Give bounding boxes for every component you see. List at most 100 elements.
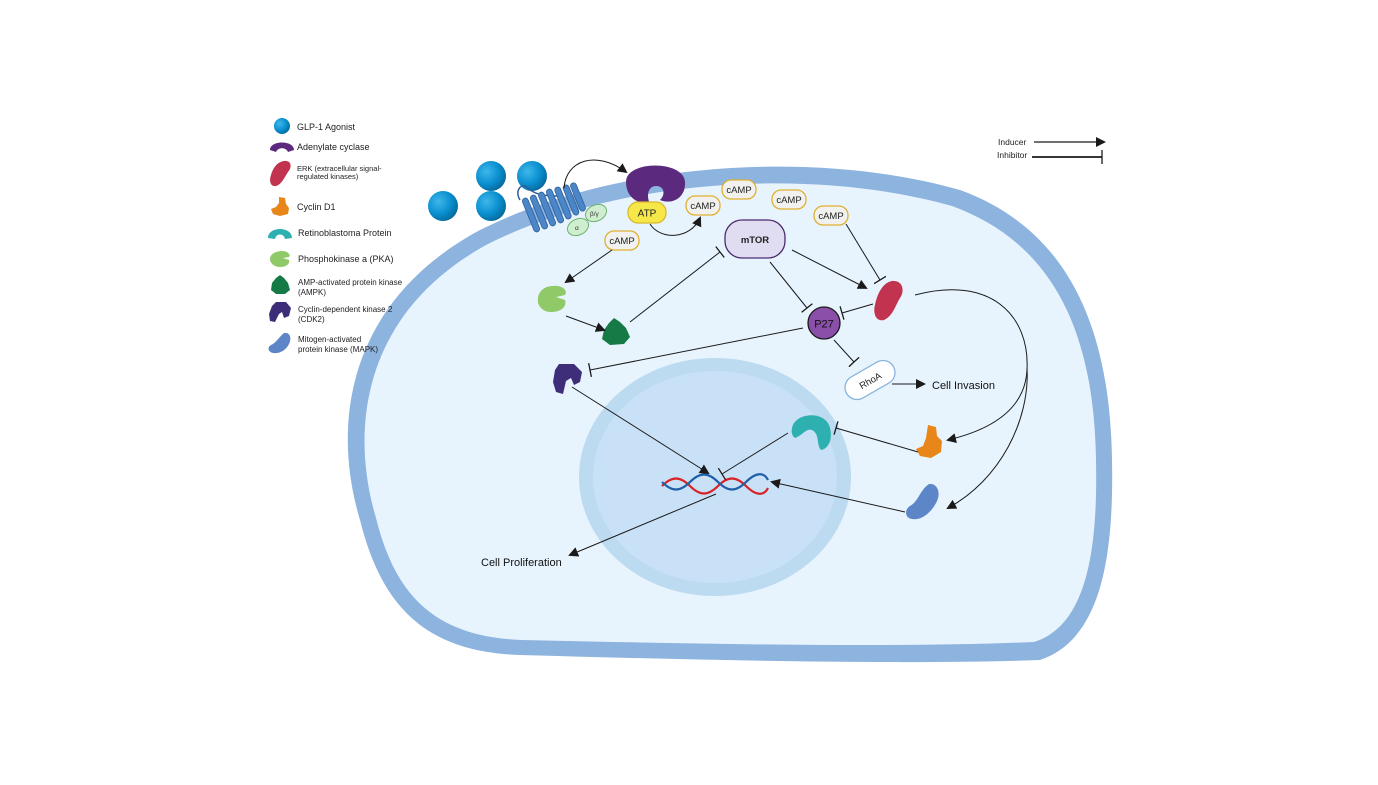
rb-inhibits-dna (717, 432, 789, 481)
legend-item-pka: Phosphokinase a (PKA) (270, 251, 394, 267)
glp1-agonist-icon (428, 191, 458, 221)
legend-item-glp1: GLP-1 Agonist (274, 118, 356, 134)
ampk-icon (602, 318, 630, 345)
mtor-to-erk-arrow (791, 249, 868, 289)
ampk-icon (271, 275, 290, 294)
mtor-label: mTOR (741, 235, 769, 246)
p27-label: P27 (814, 319, 834, 331)
p27-node: P27 (807, 306, 841, 340)
mapk-to-dna-arrow (770, 478, 906, 513)
camp-label: cAMP (609, 236, 634, 247)
key-inducer-label: Inducer (998, 137, 1027, 147)
legend: GLP-1 Agonist Adenylate cyclase ERK (ext… (268, 118, 403, 354)
pka-icon (537, 285, 566, 312)
g-protein: α β/γ (566, 203, 608, 237)
pathway-edges (564, 223, 1028, 557)
key-inhibitor-label: Inhibitor (997, 150, 1027, 160)
legend-item-cyclin-d1: Cyclin D1 (271, 197, 336, 216)
p27-circle (807, 306, 841, 340)
glp1-agonist-icon (476, 191, 506, 221)
legend-label: AMP-activated protein kinase (298, 278, 403, 287)
camp-node: cAMP (813, 205, 849, 226)
arrow-key: Inducer Inhibitor (997, 137, 1106, 164)
legend-label: Cyclin D1 (297, 202, 336, 212)
cell-proliferation-label: Cell Proliferation (481, 557, 562, 569)
g-betagamma-subunit (584, 203, 608, 223)
erk-to-mapk-arrow (946, 367, 1028, 509)
legend-label: (CDK2) (298, 315, 325, 324)
legend-item-ampk: AMP-activated protein kinase (AMPK) (271, 275, 403, 297)
cdk2-icon (553, 364, 582, 394)
pka-to-ampk-arrow (565, 315, 606, 332)
atp-label: ATP (638, 209, 657, 220)
glp1-agonists (428, 161, 547, 221)
cdk2-icon (269, 302, 291, 322)
legend-label: Phosphokinase a (PKA) (298, 254, 394, 264)
p27-inhibits-cdk2 (588, 327, 804, 377)
ampk-inhibits-mtor (629, 246, 725, 323)
g-alpha-subunit (566, 217, 590, 237)
legend-item-retinoblastoma: Retinoblastoma Protein (268, 228, 392, 239)
transmembrane-helix (554, 186, 572, 220)
atp-node: ATP (627, 201, 667, 224)
adenylate-cyclase-icon (626, 165, 686, 204)
atp-pill (627, 201, 667, 224)
camp-label: cAMP (726, 185, 751, 196)
legend-label: Retinoblastoma Protein (298, 228, 392, 238)
mapk-icon (268, 332, 291, 354)
camp-node: cAMP (685, 195, 721, 216)
mtor-inhibits-p27 (769, 261, 813, 313)
erk-inhibits-p27 (839, 303, 874, 320)
receptor-to-ac-arrow (563, 159, 628, 189)
legend-label: GLP-1 Agonist (297, 122, 356, 132)
camp-label: cAMP (690, 201, 715, 212)
adenylate-cyclase-icon (270, 142, 294, 152)
legend-label: Mitogen-activated (298, 335, 361, 344)
camp-node: cAMP (771, 189, 807, 210)
transmembrane-helix (537, 191, 557, 227)
cyclin-d1-icon (271, 197, 289, 216)
camp-molecules: cAMP cAMP cAMP cAMP cAMP (604, 179, 849, 251)
legend-label: (AMPK) (298, 288, 326, 297)
legend-label: Adenylate cyclase (297, 142, 370, 152)
transmembrane-helix (562, 184, 580, 216)
mapk-icon (906, 483, 939, 520)
transmembrane-helix (521, 197, 541, 233)
legend-label: ERK (extracellular signal- (297, 164, 382, 173)
retinoblastoma-icon (268, 229, 292, 239)
g-betagamma-label: β/γ (590, 211, 600, 218)
camp-label: cAMP (818, 211, 843, 222)
cell-invasion-label: Cell Invasion (932, 380, 995, 392)
legend-item-erk: ERK (extracellular signal- regulated kin… (270, 160, 382, 187)
rhoa-node: RhoA (844, 359, 896, 401)
cdk2-to-dna-arrow (571, 386, 710, 475)
legend-label: Cyclin-dependent kinase 2 (298, 305, 393, 314)
erk-icon (874, 280, 903, 321)
legend-label: protein kinase (MAPK) (298, 345, 378, 354)
camp-node: cAMP (604, 230, 640, 251)
cyclin-d1-icon (916, 425, 942, 458)
rhoa-pill (844, 359, 896, 401)
transmembrane-helix (545, 188, 565, 224)
dna-helix-icon (661, 473, 769, 495)
p27-inhibits-rhoa (833, 339, 860, 368)
nucleus (593, 371, 837, 583)
camp-node: cAMP (721, 179, 757, 200)
mtor-node: mTOR (724, 219, 786, 259)
camp-label: cAMP (776, 195, 801, 206)
glp1-agonist-icon (476, 161, 506, 191)
pka-icon (270, 251, 290, 267)
mtor-pill (724, 219, 786, 259)
transmembrane-helix (570, 182, 586, 212)
cyclin-inhibits-rb (833, 421, 919, 453)
dna-to-proliferation-arrow (568, 493, 717, 557)
glp1-agonist-icon (517, 161, 547, 191)
erk-icon (270, 160, 291, 187)
legend-item-cdk2: Cyclin-dependent kinase 2 (CDK2) (269, 302, 393, 324)
transmembrane-helix (529, 194, 549, 230)
legend-item-adenylate-cyclase: Adenylate cyclase (270, 142, 370, 152)
camp-to-pka-arrow (564, 249, 613, 284)
glp1-agonist-icon (274, 118, 290, 134)
g-alpha-label: α (575, 225, 579, 232)
